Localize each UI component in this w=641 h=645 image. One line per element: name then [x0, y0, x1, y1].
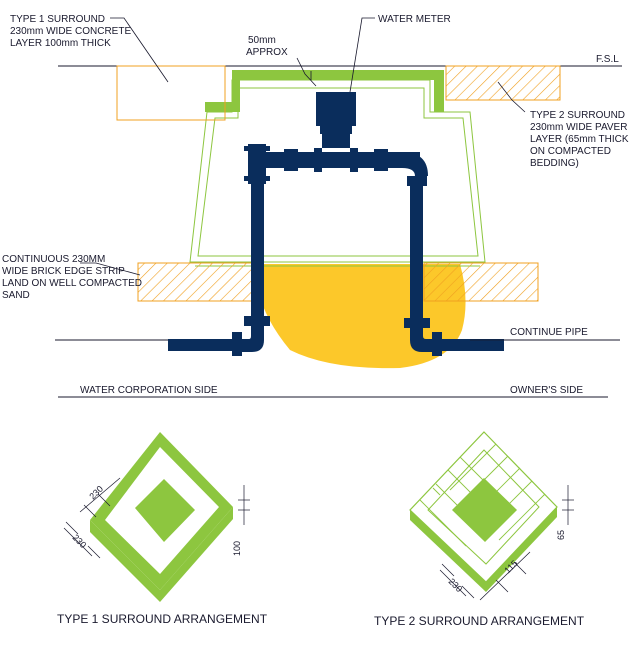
water-meter — [316, 92, 356, 126]
leader-lines — [80, 17, 526, 341]
continue-pipe-label: CONTINUE PIPE — [510, 327, 588, 338]
concrete-lid — [205, 70, 444, 112]
pipework — [168, 92, 504, 356]
type2-surround-label: TYPE 2 SURROUND 230mm WIDE PAVER LAYER (… — [530, 110, 631, 169]
fsl-label: F.S.L — [596, 54, 619, 65]
water-meter-label: WATER METER — [378, 14, 451, 25]
type2-caption: TYPE 2 SURROUND ARRANGEMENT — [374, 614, 585, 628]
brick-strip-label: CONTINUOUS 230MM WIDE BRICK EDGE STRIP L… — [2, 254, 145, 301]
type1-dim-side: 230 — [71, 532, 89, 550]
type2-paver-block — [445, 65, 561, 101]
type1-dim-depth: 100 — [232, 541, 242, 556]
type1-surround-block — [116, 65, 226, 121]
type1-caption: TYPE 1 SURROUND ARRANGEMENT — [57, 612, 268, 626]
type2-dim-depth: 65 — [556, 530, 566, 540]
water-corp-side-label: WATER CORPORATION SIDE — [80, 385, 218, 396]
owners-side-label: OWNER'S SIDE — [510, 385, 583, 396]
type2-arrangement: 230 115 65 — [409, 431, 574, 601]
type1-arrangement: 230 230 100 — [63, 432, 250, 602]
type1-surround-label: TYPE 1 SURROUND 230mm WIDE CONCRETE LAYE… — [10, 14, 134, 49]
brick-strip-left — [137, 262, 255, 302]
brick-strip-right — [423, 262, 539, 302]
approx-label: 50mm APPROX — [246, 35, 288, 58]
